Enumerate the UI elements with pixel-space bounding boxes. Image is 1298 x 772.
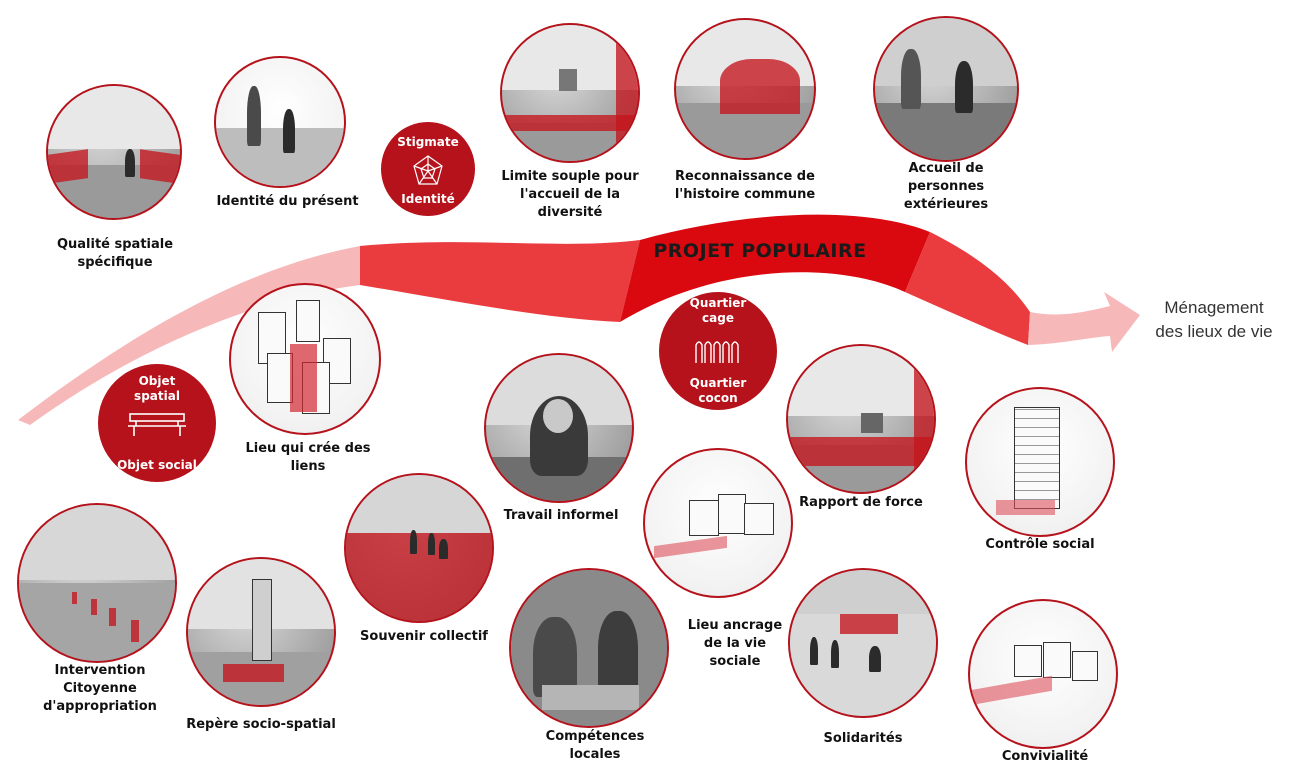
repere-label: Repère socio-spatial (186, 717, 336, 732)
rapport-force-label: Rapport de force (799, 495, 923, 510)
accueil-label: Accueil de personnes extérieures (903, 161, 989, 212)
cage-bars-icon (695, 341, 739, 363)
lieu-liens-photo (229, 283, 381, 435)
convivialite-photo (968, 599, 1118, 749)
limite-souple-label: Limite souple pour l'accueil de la diver… (501, 169, 639, 220)
badge-top-text: Quartier cage (689, 296, 747, 325)
souvenir-photo (344, 473, 494, 623)
ribbon-body-segment (360, 240, 640, 322)
reconnaissance-photo (674, 18, 816, 160)
rapport-force-photo (786, 344, 936, 494)
solidarites-photo (788, 568, 938, 718)
controle-social-photo (965, 387, 1115, 537)
competences-label: Compétences locales (545, 729, 645, 762)
identite-present-label: Identité du présent (216, 194, 359, 209)
badge-bottom-text: Objet social (117, 458, 197, 472)
badge-top-text: Stigmate (397, 135, 459, 149)
stigmate-identite-badge: Stigmate Identité (381, 122, 475, 216)
competences-photo (509, 568, 669, 728)
souvenir-label: Souvenir collectif (360, 629, 488, 644)
intervention-label: Intervention Citoyenne d'appropriation (43, 663, 157, 714)
intervention-photo (17, 503, 177, 663)
lieu-liens-label: Lieu qui crée des liens (245, 441, 371, 474)
spiderweb-icon (413, 155, 443, 185)
ribbon-head-segment (905, 232, 1030, 345)
objet-spatial-social-badge: Objet spatial Objet social (98, 364, 216, 482)
controle-social-label: Contrôle social (985, 537, 1095, 552)
ancrage-photo (643, 448, 793, 598)
convivialite-label: Convivialité (1001, 749, 1089, 764)
reconnaissance-label: Reconnaissance de l'histoire commune (674, 169, 816, 202)
qualite-spatiale-photo (46, 84, 182, 220)
end-label: Ménagement des lieux de vie (1155, 298, 1273, 341)
badge-bottom-text: Identité (401, 192, 455, 206)
bench-icon (128, 413, 186, 436)
badge-top-text: Objet spatial (134, 374, 180, 403)
ribbon-arrowhead (1028, 292, 1140, 352)
identite-present-photo (214, 56, 346, 188)
repere-photo (186, 557, 336, 707)
ribbon-title: PROJET POPULAIRE (653, 240, 867, 262)
ribbon-center-segment (620, 214, 930, 322)
travail-informel-label: Travail informel (503, 508, 619, 523)
solidarites-label: Solidarités (823, 731, 903, 746)
accueil-photo (873, 16, 1019, 162)
quartier-cage-cocon-badge: Quartier cage Quartier cocon (659, 292, 777, 410)
badge-bottom-text: Quartier cocon (689, 376, 747, 405)
travail-informel-photo (484, 353, 634, 503)
limite-souple-photo (500, 23, 640, 163)
ancrage-label: Lieu ancrage de la vie sociale (687, 618, 783, 669)
qualite-spatiale-label: Qualité spatiale spécifique (56, 237, 174, 270)
